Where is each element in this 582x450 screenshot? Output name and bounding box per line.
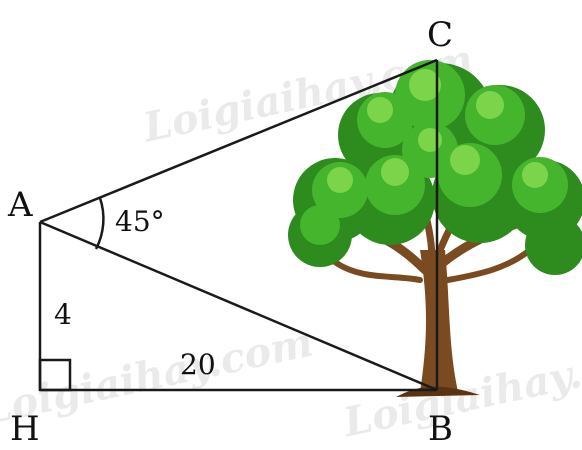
angle-arc — [94, 197, 105, 250]
label-point-H: H — [10, 409, 40, 449]
tree-illustration — [288, 60, 582, 397]
watermark-bottom-left: Loigiaihay.com — [0, 319, 317, 435]
label-point-C: C — [427, 15, 453, 55]
angle-label: 45° — [115, 205, 165, 238]
point-labels: C A H B — [7, 15, 453, 449]
length-HB-label: 20 — [180, 348, 216, 381]
right-angle-marker — [38, 358, 72, 392]
measurement-labels: 45° 4 20 — [54, 205, 216, 381]
triangle-lines — [38, 58, 439, 392]
tree-foliage — [288, 60, 582, 275]
watermark-bottom-right: Loigiaihay.com — [339, 331, 582, 447]
segment-AC — [39, 58, 438, 224]
label-point-A: A — [7, 185, 33, 225]
label-point-B: B — [428, 409, 453, 449]
segment-AB — [39, 220, 438, 392]
length-AH-label: 4 — [54, 298, 72, 331]
